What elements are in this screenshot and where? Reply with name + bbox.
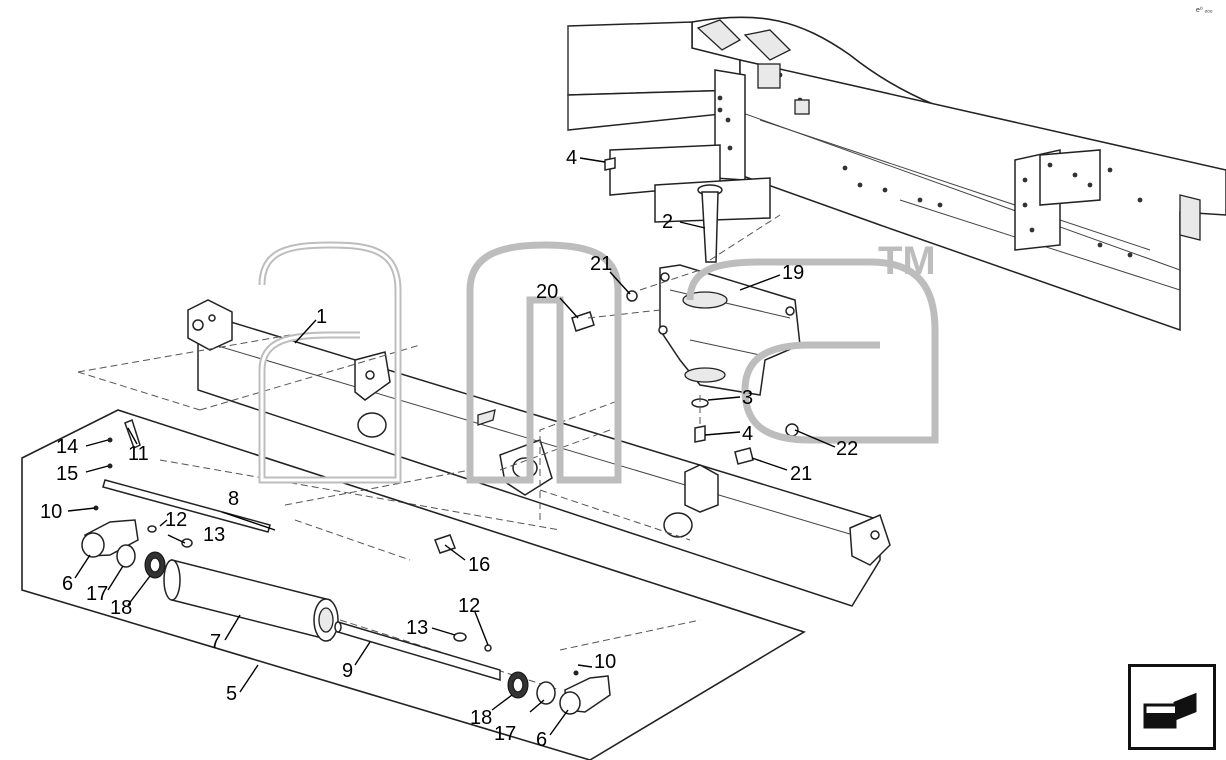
callout-5: 5 (226, 683, 237, 705)
callout-19: 19 (782, 262, 804, 284)
callout-12b: 12 (458, 595, 480, 617)
return-arrow-icon (1143, 692, 1197, 729)
callout-4a: 4 (566, 147, 577, 169)
return-button[interactable] (1128, 664, 1216, 750)
callout-16: 16 (468, 554, 490, 576)
trademark-symbol: TM (878, 239, 936, 283)
callout-13a: 13 (203, 524, 225, 546)
watermark-logo: TM (258, 239, 939, 484)
callout-labels: 1 2 3 4 4 5 6 6 7 8 9 10 10 11 12 12 13 … (40, 147, 858, 751)
callout-21b: 21 (790, 463, 812, 485)
callout-6a: 6 (62, 573, 73, 595)
callout-3: 3 (742, 387, 753, 409)
callout-12a: 12 (165, 509, 187, 531)
callout-7: 7 (210, 631, 221, 653)
callout-18a: 18 (110, 597, 132, 619)
subassembly-5 (21, 409, 806, 760)
callout-11: 11 (128, 443, 149, 465)
callout-9: 9 (342, 660, 353, 682)
pivot-assembly (434, 157, 801, 554)
callout-6b: 6 (536, 729, 547, 751)
callout-13b: 13 (406, 617, 428, 639)
callout-15: 15 (56, 463, 78, 485)
callout-14: 14 (56, 436, 78, 458)
callout-20: 20 (536, 281, 558, 303)
axle-tube (187, 299, 891, 607)
callout-leaders (67, 157, 836, 736)
callout-18b: 18 (470, 707, 492, 729)
callout-17a: 17 (86, 583, 108, 605)
corner-code: e⁰ ₒₒₒ (1196, 6, 1213, 14)
callout-8: 8 (228, 488, 239, 510)
callout-4b: 4 (742, 423, 753, 445)
callout-10b: 10 (594, 651, 616, 673)
callout-17b: 17 (494, 723, 516, 745)
callout-2: 2 (662, 211, 673, 233)
callout-1: 1 (316, 306, 327, 328)
callout-21a: 21 (590, 253, 612, 275)
callout-10a: 10 (40, 501, 62, 523)
dashed-guides (77, 214, 781, 691)
callout-22: 22 (836, 438, 858, 460)
